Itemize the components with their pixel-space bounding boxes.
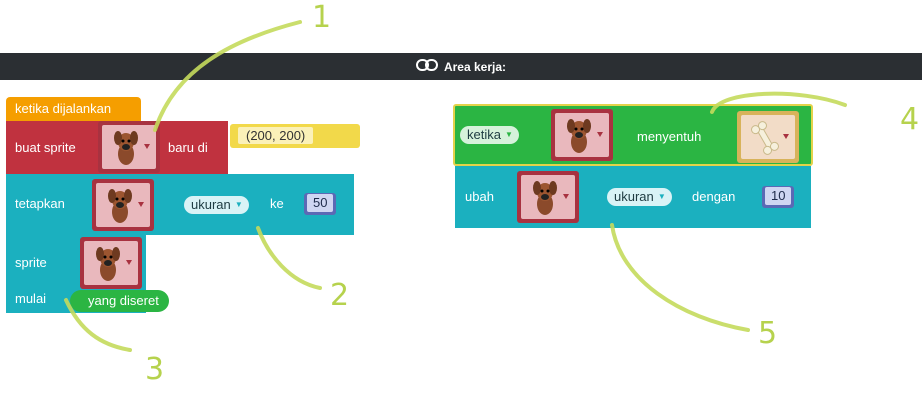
dragged-option[interactable]: yang diseret [70, 290, 169, 312]
property-dropdown[interactable]: ukuran ▼ [607, 188, 672, 206]
chevron-down-icon: ▼ [234, 200, 243, 209]
change-size-block[interactable]: ubah ukuran ▼ dengan 10 [455, 166, 811, 228]
by-label: dengan [692, 189, 736, 204]
set-label: tetapkan [15, 196, 65, 211]
sprite-picker[interactable] [92, 179, 154, 231]
sprite-picker[interactable] [80, 237, 142, 289]
event-dropdown[interactable]: ketika ▼ [460, 126, 519, 144]
annotation-number-3: 3 [145, 352, 165, 387]
dog-sprite-icon [533, 181, 557, 215]
change-number-input[interactable]: 10 [762, 186, 795, 208]
create-sprite-suffix: baru di [168, 140, 208, 155]
annotation-number-4: 4 [900, 102, 920, 137]
annotation-number-1: 1 [312, 0, 332, 35]
touching-label: menyentuh [637, 129, 702, 144]
annotation-number-5: 5 [758, 316, 778, 351]
dog-sprite-icon [96, 247, 120, 281]
property-dropdown-value: ukuran [191, 197, 231, 212]
chevron-down-icon: ▼ [505, 130, 513, 139]
link-icon [415, 58, 438, 75]
sprite-label: sprite [15, 255, 47, 270]
change-number-value: 10 [765, 187, 792, 205]
dragged-option-label: yang diseret [88, 293, 159, 308]
size-number-input[interactable]: 50 [304, 193, 337, 215]
size-number-value: 50 [307, 194, 334, 212]
dog-sprite-icon [108, 189, 132, 223]
change-label: ubah [465, 189, 494, 204]
start-label: mulai [15, 291, 47, 306]
event-dropdown-value: ketika [467, 127, 501, 142]
bone-sprite-icon [751, 121, 779, 155]
chevron-down-icon [138, 202, 144, 207]
create-sprite-label: buat sprite [15, 140, 76, 155]
chevron-down-icon [126, 260, 132, 265]
when-touching-block[interactable]: ketika ▼ menyentuh [453, 104, 813, 166]
target-sprite-picker[interactable] [737, 111, 799, 163]
start-dragging-block[interactable]: sprite mulai [6, 235, 146, 313]
workspace-header: Area kerja: [0, 53, 922, 80]
when-run-block[interactable]: ketika dijalankan [6, 97, 141, 121]
set-size-block[interactable]: tetapkan ukuran ▼ ke 50 [6, 174, 354, 235]
position-input[interactable]: (200, 200) [230, 124, 360, 148]
when-run-label: ketika dijalankan [15, 101, 112, 116]
chevron-down-icon: ▼ [657, 192, 666, 201]
chevron-down-icon [783, 134, 789, 139]
dog-sprite-icon [114, 131, 138, 165]
dog-sprite-icon [567, 119, 591, 153]
create-sprite-block[interactable]: buat sprite baru di [6, 121, 228, 174]
chevron-down-icon [144, 144, 150, 149]
to-label: ke [270, 196, 284, 211]
workspace-title: Area kerja: [443, 59, 507, 74]
property-dropdown[interactable]: ukuran ▼ [184, 196, 249, 214]
position-value: (200, 200) [238, 127, 314, 144]
property-dropdown-value: ukuran [614, 189, 654, 204]
annotation-number-2: 2 [330, 278, 350, 313]
chevron-down-icon [563, 194, 569, 199]
chevron-down-icon [597, 132, 603, 137]
sprite-picker[interactable] [98, 121, 160, 173]
sprite-picker[interactable] [517, 171, 579, 223]
sprite-picker[interactable] [551, 109, 613, 161]
